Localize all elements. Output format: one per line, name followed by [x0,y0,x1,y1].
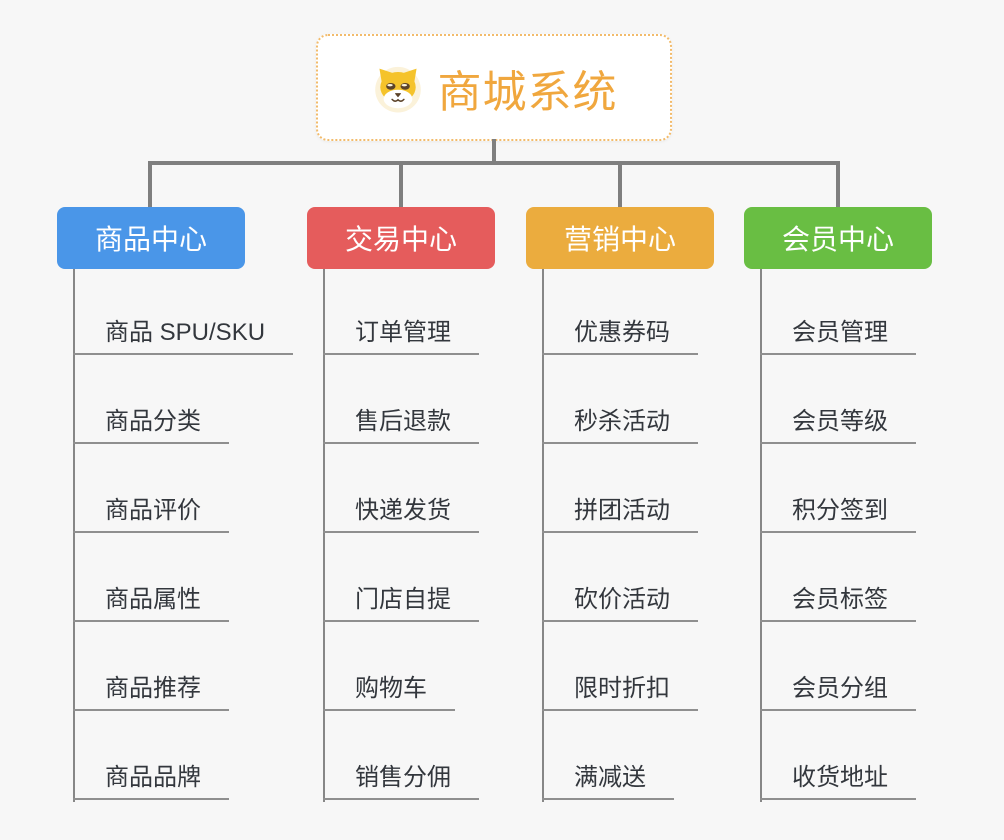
branch-spine-1 [73,269,75,802]
leaf-node[interactable]: 会员标签 [760,580,916,622]
leaf-node[interactable]: 售后退款 [323,402,479,444]
leaf-node[interactable]: 商品品牌 [73,758,229,800]
leaf-node[interactable]: 商品属性 [73,580,229,622]
leaf-node[interactable]: 会员等级 [760,402,916,444]
branch-node-product-center[interactable]: 商品中心 [57,207,245,269]
leaf-node[interactable]: 收货地址 [760,758,916,800]
branch-label: 会员中心 [781,224,894,255]
leaf-node[interactable]: 满减送 [542,758,674,800]
leaf-node[interactable]: 门店自提 [323,580,479,622]
connector-root-drop [492,139,496,163]
branch-label: 商品中心 [94,224,207,255]
branch-spine-2 [323,269,325,802]
connector-drop-branch-3 [618,163,622,207]
branch-label: 营销中心 [563,224,676,255]
branch-node-member-center[interactable]: 会员中心 [744,207,932,269]
connector-drop-branch-1 [148,163,152,207]
root-node[interactable]: 商城系统 [316,34,672,141]
leaf-node[interactable]: 拼团活动 [542,491,698,533]
leaf-node[interactable]: 商品 SPU/SKU [73,313,294,355]
leaf-node[interactable]: 砍价活动 [542,580,698,622]
leaf-node[interactable]: 秒杀活动 [542,402,698,444]
leaf-node[interactable]: 会员分组 [760,669,916,711]
dog-icon [374,66,421,112]
leaf-node[interactable]: 限时折扣 [542,669,698,711]
connector-horizontal [148,161,840,165]
branch-node-trade-center[interactable]: 交易中心 [307,207,495,269]
leaf-node[interactable]: 商品评价 [73,491,229,533]
leaf-node[interactable]: 优惠券码 [542,313,698,355]
leaf-node[interactable]: 快递发货 [323,491,479,533]
leaf-node[interactable]: 商品分类 [73,402,229,444]
leaf-node[interactable]: 会员管理 [760,313,916,355]
connector-drop-branch-4 [836,163,840,207]
connector-drop-branch-2 [399,163,403,207]
leaf-node[interactable]: 积分签到 [760,491,916,533]
leaf-node[interactable]: 购物车 [323,669,455,711]
branch-node-marketing-center[interactable]: 营销中心 [526,207,714,269]
branch-label: 交易中心 [344,224,457,255]
leaf-node[interactable]: 商品推荐 [73,669,229,711]
root-title: 商城系统 [437,67,618,117]
branch-spine-4 [760,269,762,802]
leaf-node[interactable]: 销售分佣 [323,758,479,800]
branch-spine-3 [542,269,544,802]
leaf-node[interactable]: 订单管理 [323,313,479,355]
